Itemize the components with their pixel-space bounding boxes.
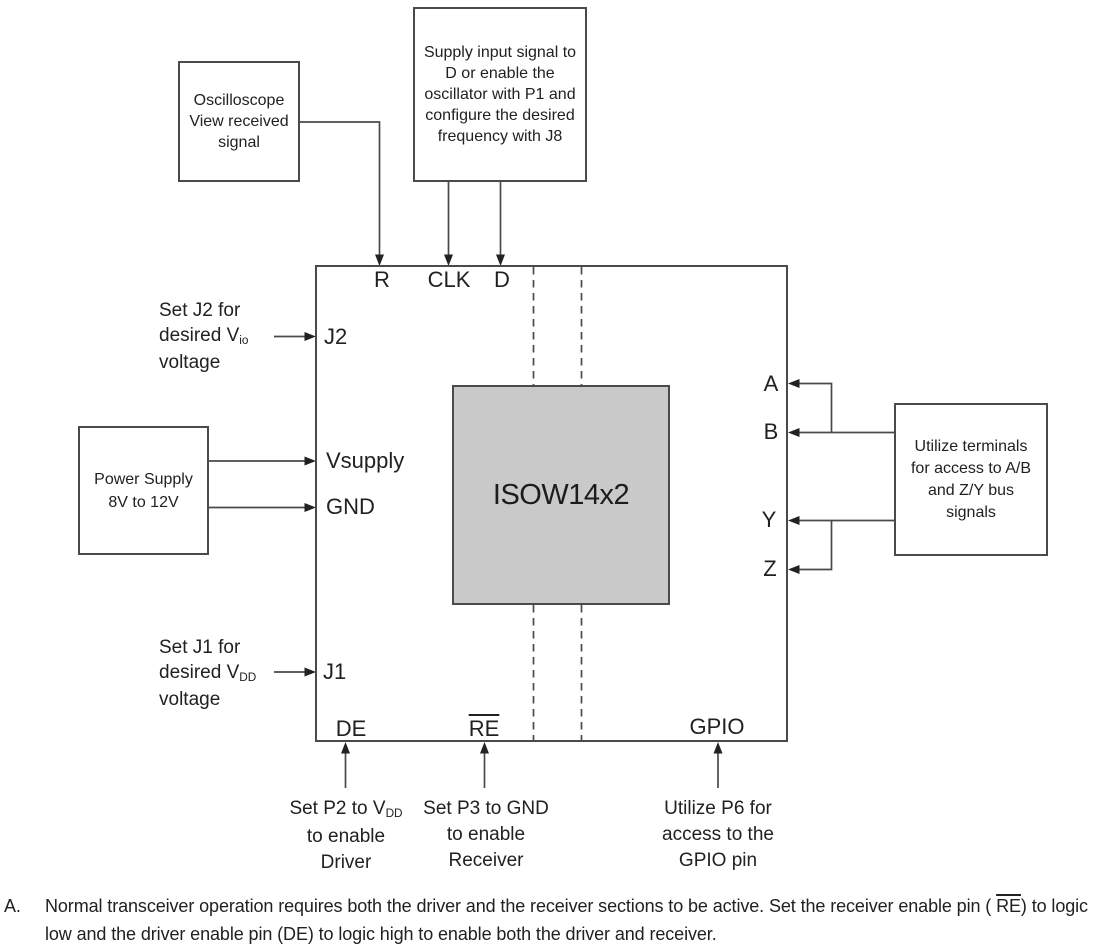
- note-j1-line: Set J1 for: [159, 637, 241, 658]
- chip-label: ISOW14x2: [492, 478, 630, 511]
- power-supply-box-line: Power Supply: [94, 470, 193, 488]
- arrowhead-d: [496, 254, 505, 266]
- oscilloscope-box-line: View received: [189, 113, 289, 130]
- footnote-body: Normal transceiver operation requires bo…: [45, 896, 1088, 944]
- note-j2-line: desired Vio: [159, 325, 249, 347]
- note-p6-line: GPIO pin: [678, 850, 758, 871]
- note-p2-line: Set P2 to VDD: [289, 798, 403, 820]
- note-j1-line: desired VDD: [159, 662, 257, 684]
- pin-label-d: D: [494, 267, 510, 292]
- pin-label-vsupply: Vsupply: [326, 448, 405, 473]
- power-supply-box-line: 8V to 12V: [108, 493, 179, 511]
- note-j2-line: Set J2 for: [159, 300, 241, 321]
- note-p6: Utilize P6 for access to the GPIO pin: [662, 796, 774, 874]
- pin-label-gpio: GPIO: [689, 714, 745, 739]
- note-j1-line: voltage: [159, 689, 221, 710]
- isow14x2-chip: ISOW14x2: [452, 385, 670, 605]
- arrowhead-de: [341, 742, 350, 754]
- bus-terminals-box-line: signals: [946, 503, 996, 521]
- note-p2-line: Driver: [320, 852, 372, 873]
- signal-source-box-line: Supply input signal to: [423, 44, 577, 61]
- oscilloscope-box: Oscilloscope View received signal: [178, 61, 300, 182]
- bus-terminals-box-line: and Z/Y bus: [928, 481, 1014, 499]
- note-p2: Set P2 to VDD to enable Driver: [289, 796, 402, 876]
- note-p3-line: Set P3 to GND: [423, 798, 549, 819]
- pin-label-j2: J2: [324, 324, 348, 349]
- signal-source-box-line: oscillator with P1 and: [424, 86, 576, 103]
- signal-source-box-line: D or enable the: [445, 65, 555, 82]
- pin-label-j1: J1: [323, 659, 347, 684]
- bus-terminals-box-line: for access to A/B: [910, 459, 1032, 477]
- bus-terminals-box-line: Utilize terminals: [914, 437, 1028, 455]
- note-j1: Set J1 for desired VDD voltage: [159, 635, 256, 712]
- note-j2: Set J2 for desired Vio voltage: [159, 298, 248, 375]
- footnote-marker: A.: [4, 896, 21, 916]
- signal-source-box-line: frequency with J8: [437, 128, 563, 145]
- note-p6-line: access to the: [662, 824, 774, 845]
- note-p2-line: to enable: [306, 826, 386, 847]
- pin-label-de: DE: [335, 716, 367, 741]
- bus-terminals-box: Utilize terminals for access to A/B and …: [894, 403, 1048, 556]
- arrowhead-re: [480, 742, 489, 754]
- pin-label-clk: CLK: [427, 267, 471, 292]
- note-p3-line: Receiver: [448, 850, 524, 871]
- power-supply-box: Power Supply 8V to 12V: [78, 426, 209, 555]
- wire-z: [799, 520, 833, 571]
- arrowhead-j1: [304, 667, 316, 677]
- footnote-a: A. Normal transceiver operation requires…: [4, 892, 1098, 948]
- arrowhead-vsupply: [304, 456, 316, 466]
- pin-label-r: R: [374, 267, 390, 292]
- arrowhead-r: [375, 254, 384, 266]
- note-p3-line: to enable: [446, 824, 526, 845]
- pin-label-y: Y: [761, 507, 777, 532]
- arrowhead-a: [788, 379, 800, 388]
- footnote-re-overline: RE: [996, 896, 1021, 916]
- oscilloscope-box-line: Oscilloscope: [193, 92, 285, 109]
- arrowhead-gnd: [304, 503, 316, 512]
- arrowhead-gpio: [713, 742, 723, 754]
- wire-a: [799, 382, 833, 433]
- pin-label-a: A: [763, 371, 779, 396]
- pin-label-gnd: GND: [326, 494, 375, 519]
- pin-label-b: B: [763, 419, 779, 444]
- arrowhead-j2: [304, 332, 316, 341]
- arrowhead-b: [788, 428, 800, 437]
- arrowhead-y: [788, 516, 800, 525]
- signal-source-box: Supply input signal to D or enable the o…: [413, 7, 587, 182]
- note-p6-line: Utilize P6 for: [664, 798, 772, 819]
- arrowhead-clk: [444, 254, 453, 266]
- oscilloscope-box-line: signal: [218, 134, 260, 151]
- wire-osc-to-r: [300, 121, 381, 255]
- pin-label-re: RE: [468, 716, 500, 741]
- arrowhead-z: [788, 565, 800, 574]
- note-p3: Set P3 to GND to enable Receiver: [423, 796, 549, 874]
- pin-label-z: Z: [763, 556, 777, 581]
- note-j2-line: voltage: [159, 352, 221, 373]
- signal-source-box-line: configure the desired: [425, 107, 575, 124]
- evm-board-outline: [315, 265, 788, 742]
